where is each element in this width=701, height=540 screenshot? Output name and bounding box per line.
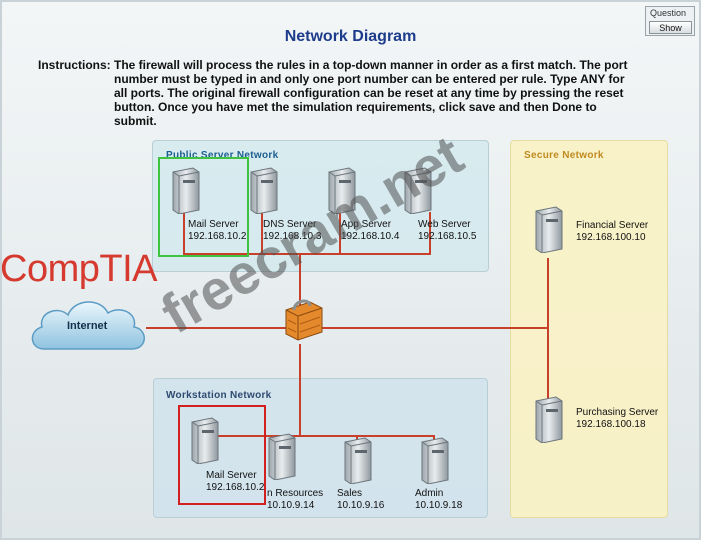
internet-cloud-icon [31,301,145,350]
question-label: Question [650,8,687,18]
selected-server-highlight [158,157,249,257]
server-icon [268,433,296,480]
server-icon [404,167,432,214]
show-button[interactable]: Show [649,21,692,34]
comptia-logo: CompTIA [0,248,157,290]
server-icon [172,167,200,214]
question-panel: Question Show [645,6,695,36]
secure-network-title: Secure Network [524,150,604,161]
server-icon [328,167,356,214]
server-icon [535,206,563,253]
server-icon [421,437,449,484]
selected-workstation-highlight [178,405,266,505]
page-title: Network Diagram [284,28,417,45]
server-icon [191,417,219,464]
public-server-network-zone [152,140,489,272]
server-icon [250,167,278,214]
server-icon [535,396,563,443]
instructions-text: The firewall will process the rules in a… [114,58,628,128]
firewall-icon [285,299,323,341]
internet-label: Internet [67,320,108,332]
server-icon [344,437,372,484]
workstation-network-title: Workstation Network [166,390,272,401]
instructions-label: Instructions: [38,58,111,72]
public-network-title: Public Server Network [166,150,279,161]
